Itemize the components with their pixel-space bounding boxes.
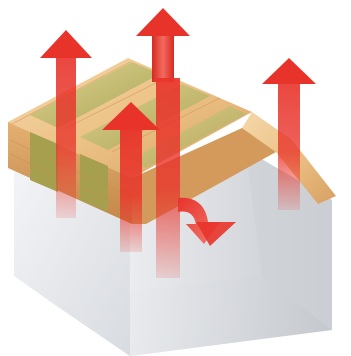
heat-column	[156, 78, 180, 278]
